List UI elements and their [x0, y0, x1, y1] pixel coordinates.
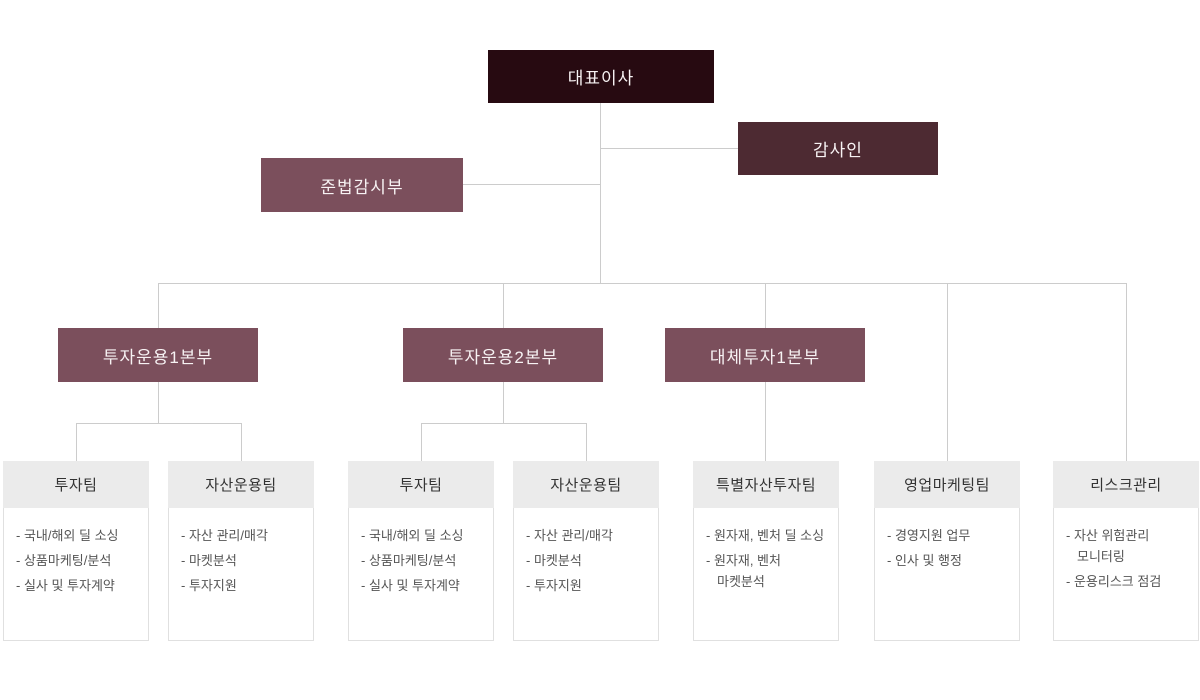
team-card-6: 영업마케팅팀 - 경영지원 업무 - 인사 및 행정 [874, 461, 1020, 641]
team-item: - 투자지원 [526, 577, 582, 593]
team-item: - 마켓분석 [181, 552, 237, 568]
team-card-2: 자산운용팀 - 자산 관리/매각 - 마켓분석 - 투자지원 [168, 461, 314, 641]
team-item: - 자산 관리/매각 [526, 528, 613, 543]
team-item: - 인사 및 행정 [887, 552, 962, 568]
connector-drop-team-5 [765, 382, 766, 461]
connector-drop-team-7 [1126, 283, 1127, 461]
org-node-division-1: 투자운용1본부 [58, 328, 258, 382]
connector-division2-stem [503, 382, 504, 423]
connector-bracket-division2 [421, 423, 587, 424]
connector-main-trunk [158, 283, 1126, 284]
team-item: - 국내/해외 딜 소싱 [16, 528, 119, 543]
org-node-division-2-label: 투자운용2본부 [447, 347, 559, 367]
connector-bracket-division1 [76, 423, 242, 424]
connector-drop-division-1 [158, 283, 159, 328]
team-card-7-body: - 자산 위험관리 모니터링 - 운용리스크 점검 [1054, 508, 1198, 592]
team-card-2-body: - 자산 관리/매각 - 마켓분석 - 투자지원 [169, 508, 313, 596]
org-node-ceo: 대표이사 [488, 50, 714, 103]
team-item: - 마켓분석 [526, 552, 582, 568]
team-card-3: 투자팀 - 국내/해외 딜 소싱 - 상품마케팅/분석 - 실사 및 투자계약 [348, 461, 494, 641]
connector-drop-team-4 [586, 423, 587, 461]
team-card-5: 특별자산투자팀 - 원자재, 벤처 딜 소싱 - 원자재, 벤처 마켓분석 [693, 461, 839, 641]
org-node-compliance: 준법감시부 [261, 158, 463, 212]
org-node-division-3-label: 대체투자1본부 [709, 347, 821, 367]
org-node-auditor: 감사인 [738, 122, 938, 175]
connector-drop-team-6 [947, 283, 948, 461]
org-node-division-1-label: 투자운용1본부 [102, 347, 214, 367]
team-card-5-title: 특별자산투자팀 [693, 461, 839, 508]
team-item: - 상품마케팅/분석 [361, 552, 457, 568]
team-item: - 원자재, 벤처 마켓분석 [706, 552, 781, 589]
connector-drop-team-2 [241, 423, 242, 461]
connector-drop-team-3 [421, 423, 422, 461]
team-item: - 자산 관리/매각 [181, 528, 268, 543]
team-card-4-title: 자산운용팀 [513, 461, 659, 508]
team-item: - 국내/해외 딜 소싱 [361, 528, 464, 543]
team-card-1-body: - 국내/해외 딜 소싱 - 상품마케팅/분석 - 실사 및 투자계약 [4, 508, 148, 596]
team-card-1-title: 투자팀 [3, 461, 149, 508]
org-node-division-3: 대체투자1본부 [665, 328, 865, 382]
connector-auditor-branch [600, 148, 738, 149]
team-card-1: 투자팀 - 국내/해외 딜 소싱 - 상품마케팅/분석 - 실사 및 투자계약 [3, 461, 149, 641]
team-item: - 실사 및 투자계약 [16, 577, 115, 593]
team-card-6-body: - 경영지원 업무 - 인사 및 행정 [875, 508, 1019, 572]
connector-compliance-branch [463, 184, 601, 185]
org-node-auditor-label: 감사인 [813, 141, 863, 160]
team-item: - 경영지원 업무 [887, 528, 971, 543]
org-node-compliance-label: 준법감시부 [320, 177, 404, 197]
team-item: - 원자재, 벤처 딜 소싱 [706, 528, 825, 543]
org-node-division-2: 투자운용2본부 [403, 328, 603, 382]
connector-drop-division-3 [765, 283, 766, 328]
team-card-3-title: 투자팀 [348, 461, 494, 508]
connector-division1-stem [158, 382, 159, 423]
org-node-ceo-label: 대표이사 [567, 69, 635, 88]
team-item: - 실사 및 투자계약 [361, 577, 460, 593]
team-item: - 투자지원 [181, 577, 237, 593]
team-card-2-title: 자산운용팀 [168, 461, 314, 508]
connector-drop-team-1 [76, 423, 77, 461]
connector-drop-division-2 [503, 283, 504, 328]
team-item: - 상품마케팅/분석 [16, 552, 112, 568]
team-card-6-title: 영업마케팅팀 [874, 461, 1020, 508]
team-card-3-body: - 국내/해외 딜 소싱 - 상품마케팅/분석 - 실사 및 투자계약 [349, 508, 493, 596]
team-card-4-body: - 자산 관리/매각 - 마켓분석 - 투자지원 [514, 508, 658, 596]
team-card-7-title: 리스크관리 [1053, 461, 1199, 508]
team-card-5-body: - 원자재, 벤처 딜 소싱 - 원자재, 벤처 마켓분석 [694, 508, 838, 592]
team-item: - 운용리스크 점검 [1066, 573, 1162, 589]
connector-ceo-trunk [600, 103, 601, 283]
team-item: - 자산 위험관리 모니터링 [1066, 528, 1150, 564]
team-card-7: 리스크관리 - 자산 위험관리 모니터링 - 운용리스크 점검 [1053, 461, 1199, 641]
team-card-4: 자산운용팀 - 자산 관리/매각 - 마켓분석 - 투자지원 [513, 461, 659, 641]
